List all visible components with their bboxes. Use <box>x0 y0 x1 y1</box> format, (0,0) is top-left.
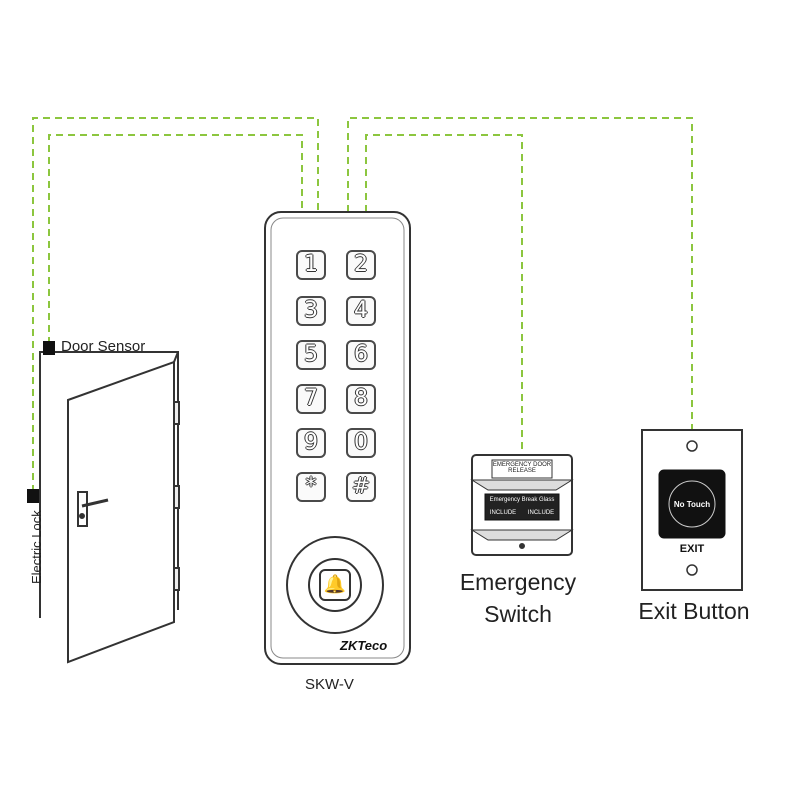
key-8: 8 <box>346 384 376 414</box>
brand-logo: ZKTeco <box>340 638 388 653</box>
door-sensor-label: Door Sensor <box>61 338 146 355</box>
emergency-switch-device <box>470 454 574 556</box>
door-handle <box>81 498 109 508</box>
key-1: 1 <box>296 250 326 280</box>
key-star: * <box>296 472 326 502</box>
screw-bottom <box>686 564 698 576</box>
door-leaf <box>67 360 175 664</box>
key-7: 7 <box>296 384 326 414</box>
emergency-switch-label: Emergency Switch <box>448 566 588 630</box>
hinge-mid <box>173 485 180 509</box>
no-touch-text: No Touch <box>673 500 711 509</box>
wire-emergency-switch <box>365 134 523 455</box>
exit-button-device <box>641 429 743 591</box>
wire-exit-button <box>347 117 693 430</box>
key-9: 9 <box>296 428 326 458</box>
key-6: 6 <box>346 340 376 370</box>
em-top-text: EMERGENCY DOOR RELEASE <box>492 462 552 474</box>
key-3: 3 <box>296 296 326 326</box>
wire-electric-lock <box>32 117 319 492</box>
electric-lock-block <box>27 489 39 503</box>
electric-lock-label: Electric Lock <box>29 510 44 584</box>
screw-top <box>686 440 698 452</box>
em-bar-text: Emergency Break Glass <box>489 497 555 503</box>
door <box>27 341 180 664</box>
bell-square <box>319 569 351 601</box>
model-label: SKW-V <box>305 676 354 693</box>
em-glass-bar <box>484 493 560 521</box>
emergency-label-line2: Switch <box>484 601 552 627</box>
door-handle-plate <box>77 491 88 527</box>
em-tag-right: INCLUDE <box>527 510 555 516</box>
door-sensor-block <box>43 341 55 355</box>
keypad-device <box>264 211 411 665</box>
exit-text: EXIT <box>679 543 705 555</box>
bell-icon: 🔔 <box>323 574 347 594</box>
wires <box>32 117 693 492</box>
key-5: 5 <box>296 340 326 370</box>
exit-button-label: Exit Button <box>638 598 750 624</box>
key-2: 2 <box>346 250 376 280</box>
emergency-label-line1: Emergency <box>459 569 577 595</box>
key-4: 4 <box>346 296 376 326</box>
em-tag-left: INCLUDE <box>489 510 517 516</box>
hinge-top <box>173 401 180 425</box>
key-hash: # <box>346 472 376 502</box>
key-0: 0 <box>346 428 376 458</box>
hinge-bottom <box>173 567 180 591</box>
